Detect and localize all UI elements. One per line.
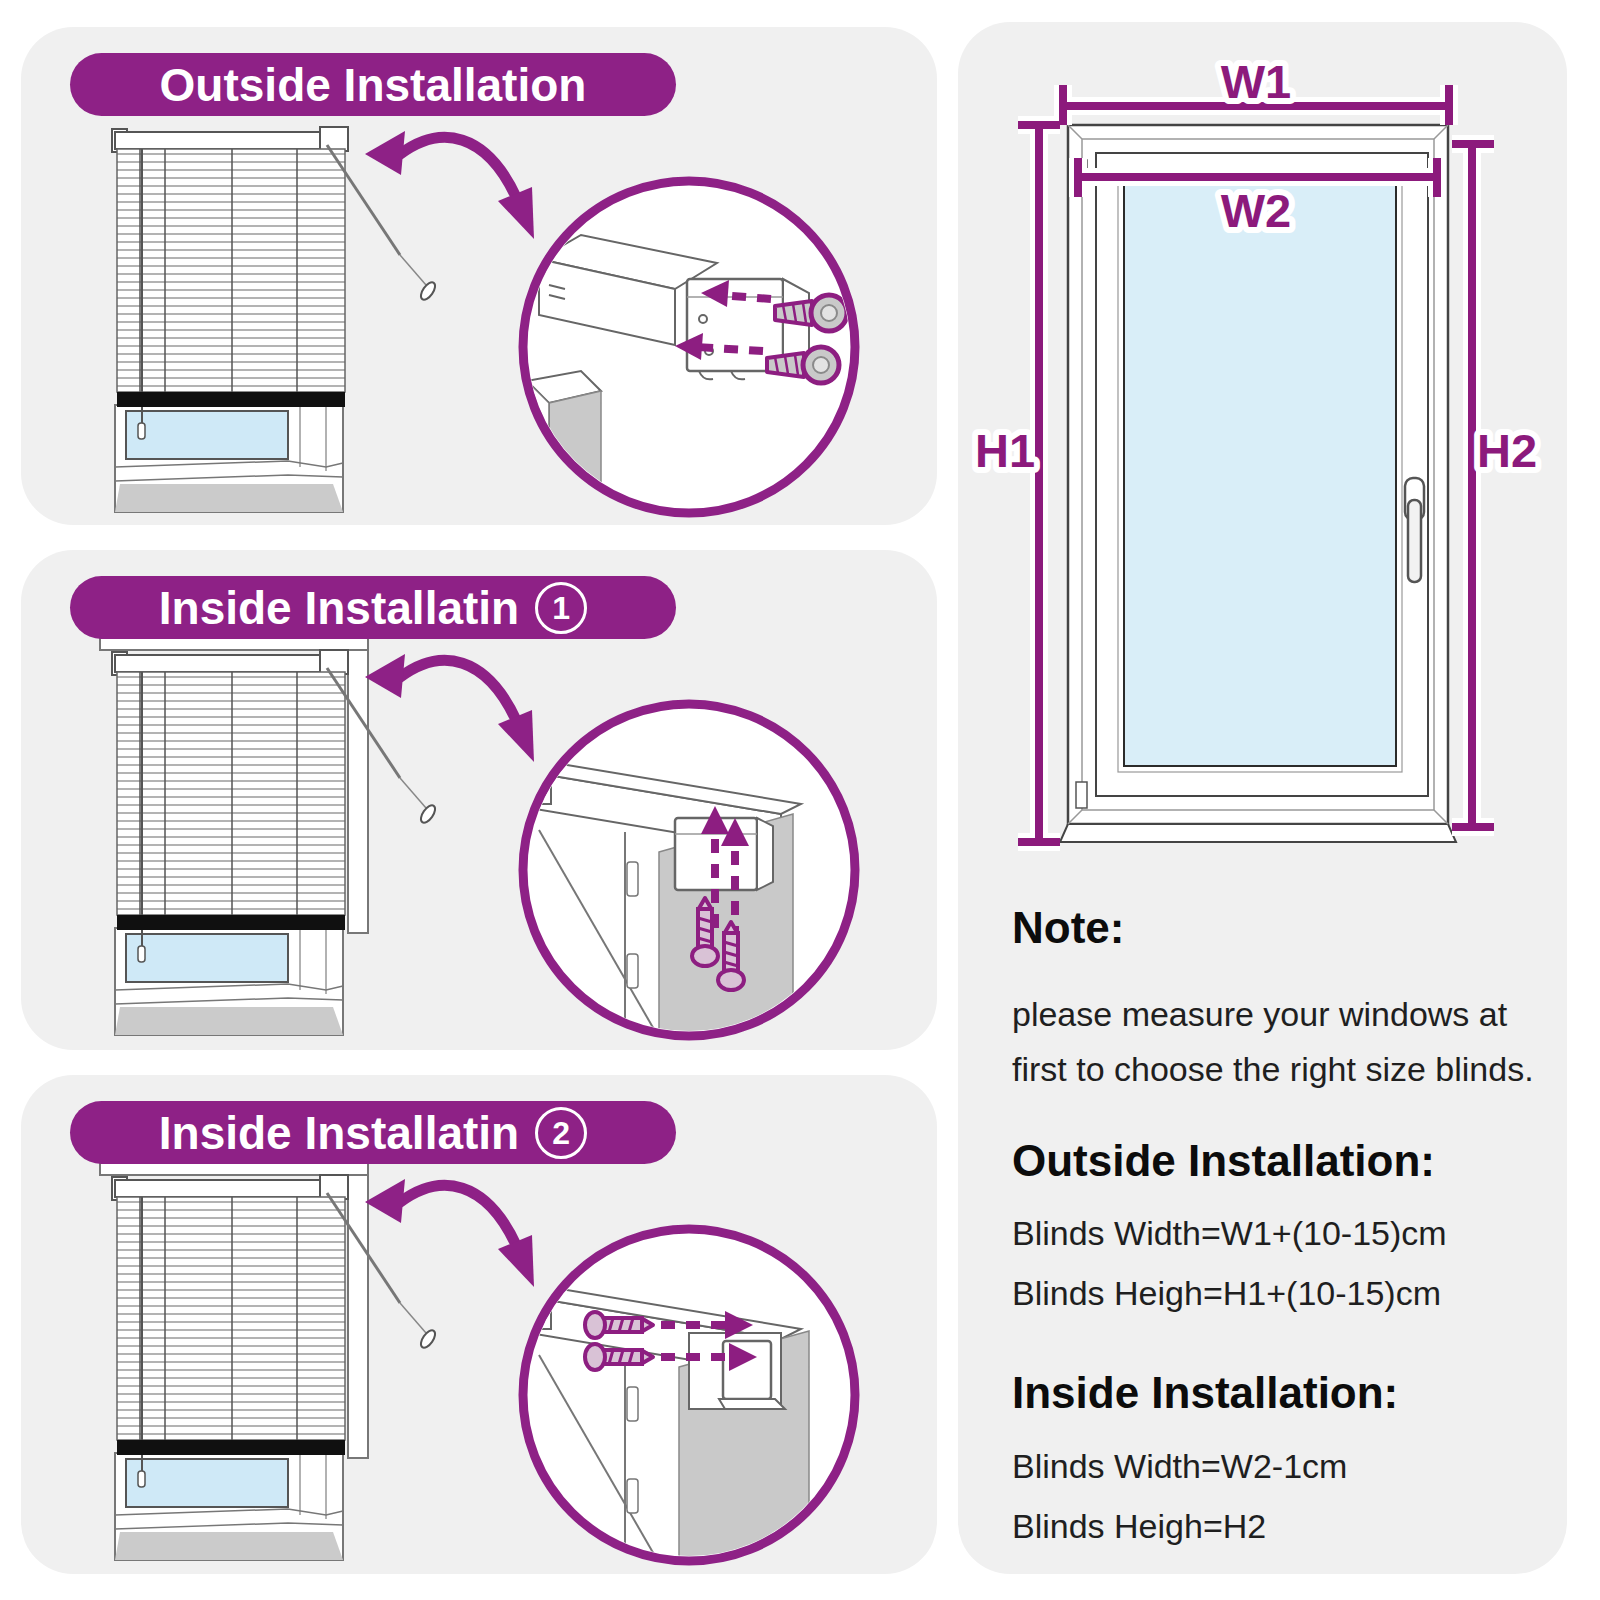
label-w2: W2 (1221, 184, 1292, 237)
bracket-detail-circle (523, 181, 855, 517)
panel-title: Outside Installation (160, 58, 587, 112)
note-line: first to choose the right size blinds. (1012, 1050, 1534, 1089)
inside-line: Blinds Width=W2-1cm (1012, 1447, 1347, 1486)
panel-inside-installation-1: Inside Installatin 1 (21, 550, 937, 1050)
panel-title: Inside Installatin (159, 581, 519, 635)
panel-title-pill: Inside Installatin 1 (70, 576, 676, 639)
curved-arrow-icon (365, 1179, 534, 1287)
panel-measuring-guide: W1 W2 H1 H2 Note: please measure your wi… (958, 22, 1567, 1574)
circled-number-badge: 2 (535, 1107, 587, 1159)
panel-title-pill: Inside Installatin 2 (70, 1101, 676, 1164)
panel-title-pill: Outside Installation (70, 53, 676, 116)
blind-window-illustration (112, 127, 438, 512)
outside-line: Blinds Width=W1+(10-15)cm (1012, 1214, 1447, 1253)
bracket-detail-circle (517, 1229, 855, 1565)
panel-title: Inside Installatin (159, 1106, 519, 1160)
dimension-h2 (1452, 144, 1494, 827)
inside-line: Blinds Heigh=H2 (1012, 1507, 1266, 1546)
outside-line: Blinds Heigh=H1+(10-15)cm (1012, 1274, 1441, 1313)
curved-arrow-icon (365, 131, 534, 239)
panel-inside-installation-2: Inside Installatin 2 (21, 1075, 937, 1574)
label-h2: H2 (1477, 424, 1537, 477)
note-heading: Note: (1012, 903, 1124, 953)
label-w1: W1 (1221, 55, 1292, 108)
note-line: please measure your windows at (1012, 995, 1507, 1034)
outside-heading: Outside Installation: (1012, 1136, 1435, 1186)
blind-window-illustration (100, 1161, 438, 1560)
dimension-h1 (1018, 125, 1060, 842)
panel-outside-installation: Outside Installation (21, 27, 937, 525)
inside-heading: Inside Installation: (1012, 1368, 1398, 1418)
circled-number-badge: 1 (535, 582, 587, 634)
label-h1: H1 (975, 424, 1035, 477)
blind-window-illustration (100, 636, 438, 1035)
bracket-detail-circle (517, 704, 855, 1040)
curved-arrow-icon (365, 654, 534, 762)
window-measure-diagram: W1 W2 H1 H2 (958, 22, 1567, 882)
